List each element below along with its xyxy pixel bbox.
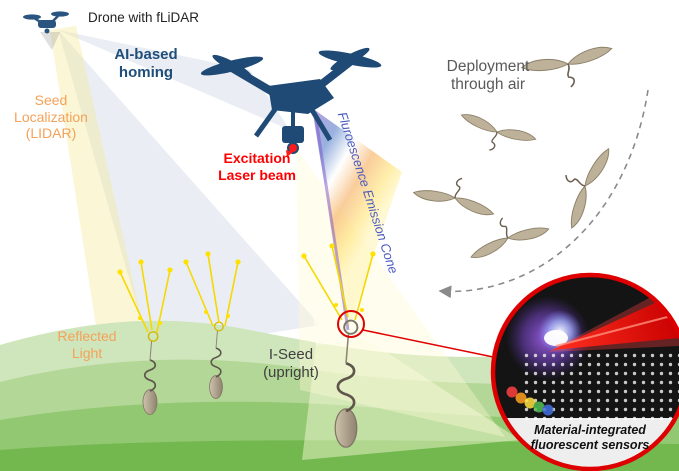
reflected-light-rays bbox=[119, 245, 374, 333]
deployment-label: Deployment through air bbox=[446, 58, 530, 94]
seed-localization-label: Seed Localization (LIDAR) bbox=[14, 92, 88, 142]
small-drone-beam bbox=[40, 32, 60, 50]
drone-leg bbox=[309, 108, 333, 142]
small-drone-icon bbox=[23, 11, 69, 50]
inset-laser-core bbox=[555, 313, 679, 347]
excitation-laser-dot bbox=[289, 144, 297, 152]
seed-tip-annotation bbox=[337, 310, 499, 359]
inset-caption: Material-integrated fluorescent sensors bbox=[530, 423, 650, 452]
deployment-trajectory-arrow bbox=[438, 89, 649, 299]
inset-laser-beam bbox=[552, 292, 679, 350]
iseed-upright bbox=[333, 319, 359, 449]
samara-seed bbox=[412, 166, 502, 218]
drone-leg bbox=[253, 106, 279, 138]
inset-ring bbox=[490, 272, 679, 471]
large-drone-illustration bbox=[200, 47, 382, 157]
inset-bright-spot bbox=[544, 330, 568, 346]
lidar-yellow-band bbox=[50, 26, 148, 352]
iseed-upright-label: I-Seed (upright) bbox=[263, 346, 319, 381]
samara-seed bbox=[453, 111, 538, 164]
planted-seed bbox=[142, 331, 159, 416]
excitation-laser-label: Excitation Laser beam bbox=[218, 150, 296, 183]
inset-microscopy bbox=[490, 272, 679, 471]
drone-camera bbox=[282, 126, 304, 143]
drone-body bbox=[268, 79, 334, 114]
inset-rainbow-fluorescence bbox=[506, 386, 554, 416]
lidar-scan-cone bbox=[58, 30, 320, 352]
seed-loop bbox=[147, 331, 159, 342]
drone-flidar-label: Drone with fLiDAR bbox=[88, 10, 200, 25]
laser-pointer-arrow bbox=[286, 150, 293, 157]
reflected-light-dots bbox=[117, 243, 376, 325]
reflected-light-label: Reflected Light bbox=[57, 328, 117, 361]
homing-wedge bbox=[58, 30, 290, 130]
samara-seed bbox=[545, 136, 613, 231]
planted-seeds bbox=[117, 243, 376, 449]
ai-homing-label: AI-based homing bbox=[114, 46, 178, 81]
seed-loop bbox=[343, 319, 359, 335]
lidar-scan-beams bbox=[50, 26, 320, 352]
